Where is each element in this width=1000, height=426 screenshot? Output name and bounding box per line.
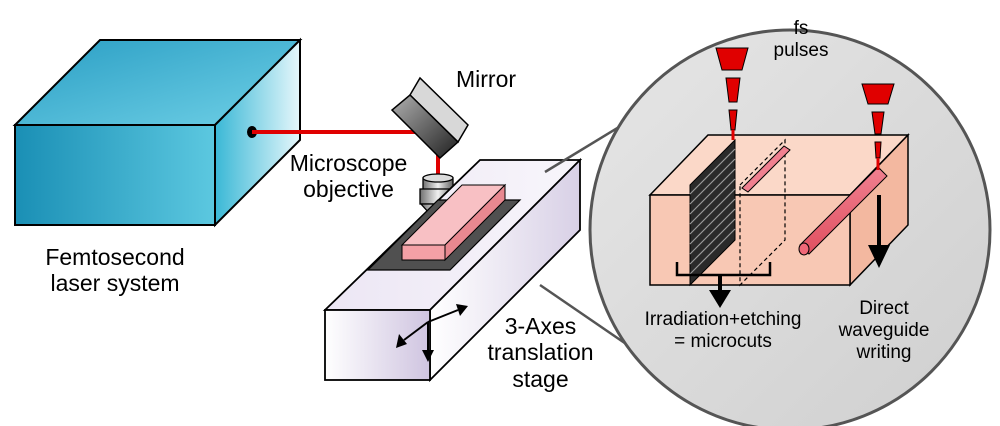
dashed-cut-plane <box>739 138 786 287</box>
microcut-arrowhead <box>709 290 731 308</box>
microcuts-label-line1: Irradiation+etching <box>644 309 802 330</box>
sample-substrate <box>400 183 507 262</box>
objective-label-line1: Microscope <box>289 150 408 176</box>
stage-label-line2: translation <box>487 339 594 366</box>
mirror <box>390 76 469 160</box>
objective-label: Microscope objective <box>286 150 411 203</box>
fs-pulses-right <box>861 83 895 170</box>
pulses-label-line1: fs <box>793 18 809 39</box>
laser-box <box>12 37 303 228</box>
microcut-bracket <box>675 262 772 292</box>
laser-label-line1: Femtosecond <box>45 244 185 270</box>
laser-system-label: Femtosecond laser system <box>40 244 190 297</box>
laser-label-line2: laser system <box>50 270 180 297</box>
stage-label: 3-Axes translation stage <box>478 313 603 392</box>
waveguide-label-line3: writing <box>856 341 912 363</box>
fs-pulses-label: fs pulses <box>766 18 836 62</box>
microcut-plane <box>689 138 736 287</box>
writing-direction-arrow <box>868 195 890 268</box>
axes-arrows <box>396 304 468 362</box>
microcuts-label: Irradiation+etching = microcuts <box>628 309 818 353</box>
mirror-label: Mirror <box>456 66 517 92</box>
stage-label-line1: 3-Axes <box>504 313 577 339</box>
waveguide-label-line1: Direct <box>859 298 909 319</box>
waveguide-rod <box>798 166 888 256</box>
fs-pulses-left <box>715 47 749 140</box>
waveguide-writing-label: Direct waveguide writing <box>834 298 934 364</box>
waveguide-label-line2: waveguide <box>838 319 930 341</box>
translation-stage <box>322 157 583 383</box>
stage-label-line3: stage <box>512 365 569 392</box>
microcuts-label-line2: = microcuts <box>674 330 772 352</box>
pulses-label-line2: pulses <box>773 39 829 61</box>
objective-label-line2: objective <box>303 176 394 203</box>
small-waveguide <box>741 145 791 193</box>
